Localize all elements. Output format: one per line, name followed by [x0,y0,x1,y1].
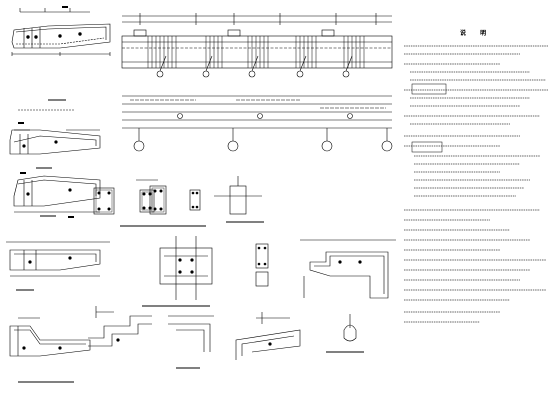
detail-slab-edge-left [6,241,110,291]
detail-cantilever-mid-left [9,129,101,169]
beam-elevation [121,13,393,78]
rebar-layout-strips [122,95,393,152]
bottom-angle-detail [168,315,214,369]
detail-cantilever-top-left [11,8,111,111]
bottom-slab-detail [235,312,301,360]
corbel-detail-right [300,239,396,299]
notes-text-lines [404,45,548,323]
bottom-stair-detail [88,306,152,347]
left-axis-markers [18,6,74,218]
wall-section-detail [214,176,264,223]
column-joint-detail [142,236,213,307]
beam-cross-sections [93,179,206,227]
notes-boxed-items [411,83,447,153]
detail-bottom-left [9,317,91,383]
notes-panel: 说 明 [402,28,552,368]
hook-symbol [326,314,364,353]
notes-title: 说 明 [460,30,493,37]
detail-cantilever-lower-left [13,175,101,217]
small-column-section [255,243,269,287]
